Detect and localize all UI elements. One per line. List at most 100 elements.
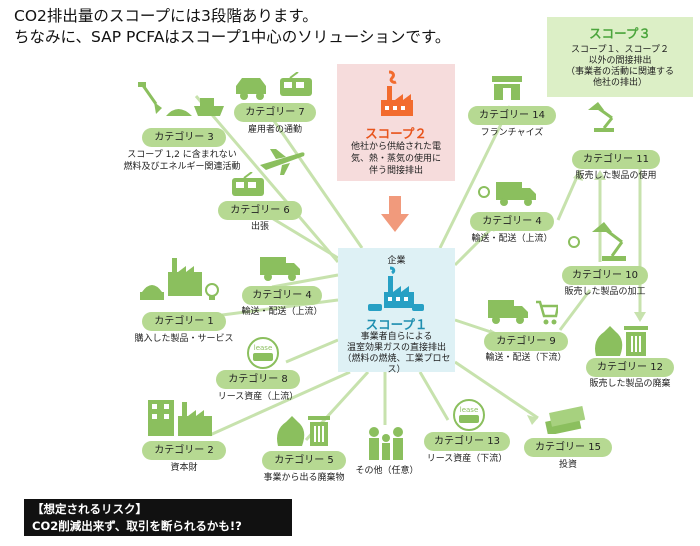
trash-can-icon — [277, 416, 330, 446]
category-2-pill: カテゴリー 2 — [142, 441, 226, 460]
scope3-description: スコープ１、スコープ２ 以外の間接排出 （事業者の活動に関連する 他社の排出） — [547, 45, 693, 89]
scope3-title: スコープ３ — [589, 26, 651, 41]
category-10-caption: 販売した製品の加工 — [564, 287, 646, 297]
scope3-box: スコープ３ スコープ１、スコープ２ 以外の間接排出 （事業者の活動に関連する 他… — [547, 17, 693, 97]
category-14-pill: カテゴリー 14 — [468, 106, 556, 125]
arrowhead-c11b — [594, 170, 606, 180]
category-11-caption: 販売した製品の使用 — [575, 171, 657, 181]
other-caption: その他（任意） — [355, 466, 419, 476]
category-8-pill: カテゴリー 8 — [216, 370, 300, 389]
category-3-caption-line1: スコープ 1,2 に含まれない — [127, 150, 237, 160]
category-4-upstream-pill: カテゴリー 4 — [242, 286, 322, 305]
store-icon — [492, 76, 522, 100]
line-c8 — [285, 338, 339, 364]
line-c2 — [209, 370, 351, 437]
category-4-upstream-caption: 輸送・配送（上流） — [241, 307, 323, 317]
garbage-bag-icon — [277, 416, 305, 446]
scope1-description: 事業者自らによる 温室効果ガスの直接排出 （燃料の燃焼、工業プロセス） — [338, 332, 455, 376]
lightbulb-icon — [478, 186, 490, 198]
cart-icon — [536, 300, 558, 318]
people-icon — [369, 427, 403, 460]
factory-icon — [368, 266, 424, 311]
line-c7 — [270, 117, 364, 249]
factory-icon — [381, 70, 413, 116]
lease-car-icon: lease — [247, 337, 279, 369]
risk-box: 【想定されるリスク】 CO2削減出来ず、取引を断られるかも!? — [24, 499, 292, 536]
line-c15 — [454, 360, 539, 420]
category-3-pill: カテゴリー 3 — [142, 128, 226, 147]
scope2-title: スコープ２ — [365, 126, 427, 141]
category-12-pill: カテゴリー 12 — [586, 358, 674, 377]
headline-line1: CO2排出量のスコープには3段階あります。 — [14, 7, 318, 25]
scope1-box: 企業 スコープ１ 事業者自らによる 温室効果ガスの直接排出 （燃料の燃焼、工業プ… — [338, 248, 455, 375]
money-icon — [545, 405, 586, 434]
truck-icon — [260, 257, 300, 281]
scope2-description: 他社から供給された電 気、熱・蒸気の使用に 伴う間接排出 — [337, 141, 455, 177]
scope3-line2: 以外の間接排出 — [588, 56, 652, 66]
category-1-caption: 購入した製品・サービス — [134, 334, 234, 344]
category-4-downstream-caption: 輸送・配送（上流） — [471, 234, 553, 244]
headline: CO2排出量のスコープには3段階あります。 ちなみに、SAP PCFAはスコープ… — [14, 6, 450, 48]
scope1-line2: 温室効果ガスの直接排出 — [346, 343, 446, 353]
category-13-caption: リース資産（下流） — [426, 454, 508, 464]
arrowhead-c12 — [634, 312, 646, 322]
scope2-box: スコープ２ 他社から供給された電 気、熱・蒸気の使用に 伴う間接排出 — [337, 64, 455, 181]
lamp-icon — [588, 102, 614, 132]
truck-icon — [478, 182, 536, 206]
category-12-caption: 販売した製品の廃棄 — [589, 379, 671, 389]
trash-can-icon — [595, 326, 648, 356]
scope3-line1: スコープ１、スコープ２ — [571, 45, 669, 55]
category-10-pill: カテゴリー 10 — [562, 266, 648, 285]
plane-icon — [260, 149, 305, 175]
category-15-caption: 投資 — [558, 460, 577, 470]
lightbulb-icon — [568, 236, 580, 248]
risk-text: CO2削減出来ず、取引を断られるかも!? — [32, 519, 242, 533]
category-3-caption: スコープ 1,2 に含まれない 燃料及びエネルギー関連活動 — [112, 149, 252, 173]
category-7-pill: カテゴリー 7 — [234, 103, 316, 122]
category-6-pill: カテゴリー 6 — [218, 201, 302, 220]
category-6-caption: 出張 — [250, 222, 269, 232]
lease-car-icon: lease — [453, 399, 485, 431]
company-label: 企業 — [387, 256, 406, 266]
arrowhead-c11a — [573, 170, 583, 181]
car-icon — [412, 304, 424, 311]
ship-icon — [194, 106, 224, 116]
scope1-line1: 事業者自らによる — [360, 332, 433, 342]
line-c14 — [438, 105, 512, 249]
lease-text: lease — [460, 406, 479, 414]
category-7-caption: 雇用者の通勤 — [247, 125, 302, 135]
truck-icon — [488, 300, 558, 325]
down-arrow-scope2-to-scope1 — [381, 196, 409, 232]
lightbulb-icon — [205, 283, 219, 297]
line-c4a — [271, 273, 339, 289]
lamp-icon — [568, 222, 626, 261]
category-11-pill: カテゴリー 11 — [572, 150, 660, 169]
scope1-line3: （燃料の燃焼、工業プロセス） — [342, 354, 451, 375]
category-8-caption: リース資産（上流） — [217, 392, 299, 402]
scope2-line3: 伴う間接排出 — [368, 166, 423, 176]
category-15-pill: カテゴリー 15 — [524, 438, 612, 457]
line-c9-c10 — [558, 289, 592, 331]
category-1-pill: カテゴリー 1 — [142, 312, 226, 331]
category-3-caption-line2: 燃料及びエネルギー関連活動 — [123, 162, 241, 172]
risk-heading: 【想定されるリスク】 — [32, 502, 147, 516]
category-5-pill: カテゴリー 5 — [262, 451, 346, 470]
category-4-downstream-pill: カテゴリー 4 — [470, 212, 554, 231]
category-5-caption: 事業から出る廃棄物 — [263, 473, 345, 483]
category-2-caption: 資本財 — [170, 463, 198, 473]
line-c13 — [418, 371, 450, 421]
category-9-pill: カテゴリー 9 — [484, 332, 568, 351]
scope2-line1: 他社から供給された電 — [350, 142, 441, 152]
factory-icon — [140, 258, 219, 300]
car-icon — [236, 72, 312, 100]
line-c3 — [194, 95, 340, 263]
shovel-icon — [138, 82, 224, 116]
scope3-line4: 他社の排出） — [592, 78, 647, 88]
building-icon — [148, 400, 212, 436]
category-9-caption: 輸送・配送（下流） — [485, 353, 567, 363]
scope3-line3: （事業者の活動に関連する — [565, 67, 674, 77]
headline-line2: ちなみに、SAP PCFAはスコープ1中心のソリューションです。 — [14, 28, 451, 46]
scope2-line2: 気、熱・蒸気の使用に — [350, 154, 441, 164]
train-icon — [232, 172, 264, 196]
